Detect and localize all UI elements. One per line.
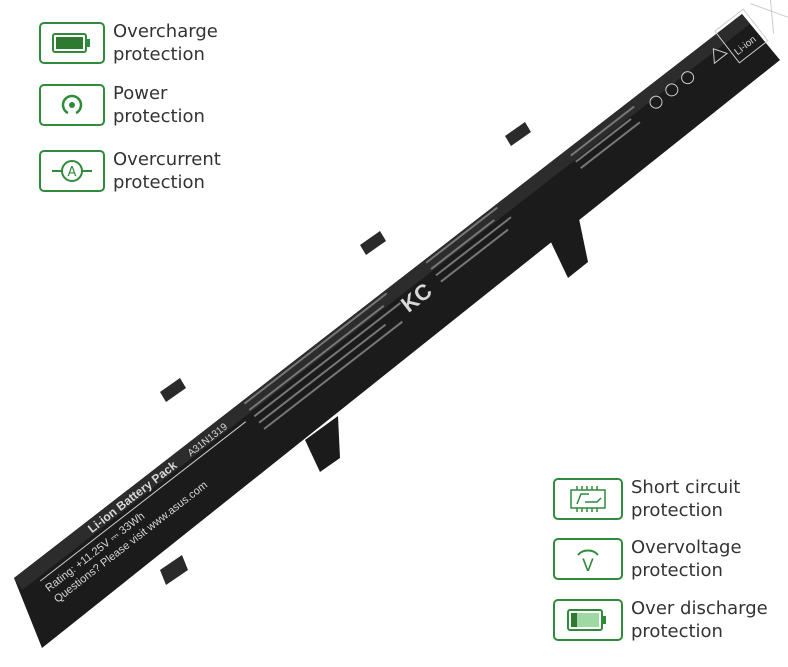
voltmeter-icon: V [553, 538, 623, 580]
battery-full-icon [39, 22, 105, 64]
battery-latch-tab [548, 214, 588, 278]
battery-body [14, 14, 780, 648]
ammeter-icon: A [39, 150, 105, 192]
feature-label: Over discharge [631, 598, 768, 619]
circuit-board-icon [553, 478, 623, 520]
feature-label: Overvoltage [631, 537, 742, 558]
svg-text:V: V [582, 556, 594, 574]
feature-label: protection [113, 172, 205, 193]
battery-low-icon [553, 599, 623, 641]
feature-label: protection [113, 44, 205, 65]
feature-label: Short circuit [631, 477, 741, 498]
svg-text:A: A [68, 165, 77, 180]
feature-label: protection [631, 560, 723, 581]
battery-latch-tab [305, 416, 340, 472]
certification-icons [649, 48, 729, 109]
feature-label: Power [113, 83, 168, 104]
feature-label: protection [113, 106, 205, 127]
feature-label: Overcharge [113, 21, 218, 42]
weee-bin-icon [750, 0, 788, 34]
power-icon [39, 84, 105, 126]
feature-label: protection [631, 500, 723, 521]
feature-label: protection [631, 621, 723, 642]
feature-label: Overcurrent [113, 149, 221, 170]
